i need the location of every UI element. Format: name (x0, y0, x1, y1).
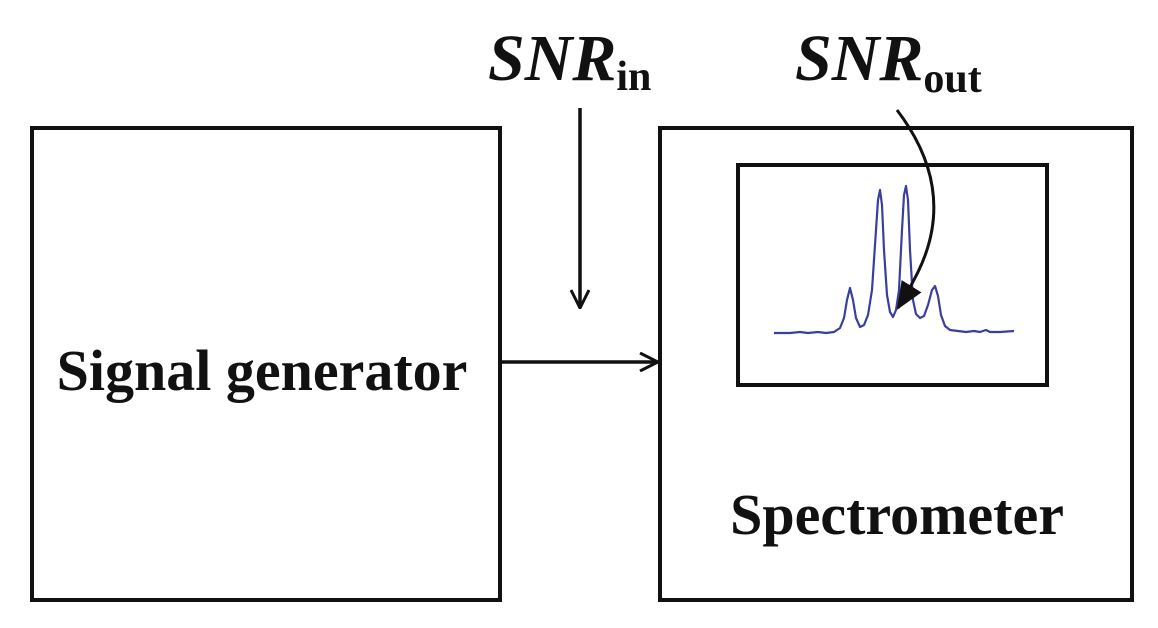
spectrum-display-screen (736, 163, 1049, 387)
snr-in-label: SNRin (488, 22, 651, 100)
signal-generator-block (30, 126, 502, 602)
spectrum-trace (774, 184, 1015, 335)
snr-out-label: SNRout (795, 22, 982, 102)
signal-generator-label: Signal generator (57, 338, 468, 403)
snr-out-arrow (895, 109, 936, 310)
spectrometer-label: Spectrometer (730, 482, 1064, 547)
spectrometer-block (658, 126, 1134, 602)
